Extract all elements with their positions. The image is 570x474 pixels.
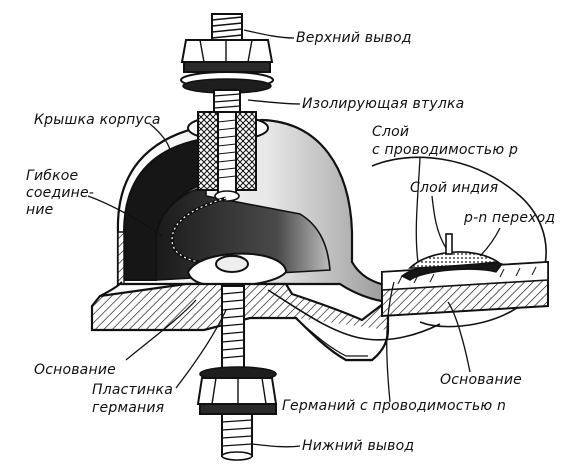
label-p-layer-1: Слой — [372, 124, 409, 140]
base — [90, 281, 390, 362]
label-case-cover: Крышка корпуса — [34, 112, 161, 128]
insulating-sleeve — [197, 111, 257, 202]
label-insulating-sleeve: Изолирующая втулка — [302, 96, 464, 112]
label-flex-3: ние — [26, 202, 53, 218]
label-indium-layer: Слой индия — [410, 180, 498, 196]
label-germanium-plate-1: Пластинка — [92, 382, 173, 398]
leader-lines — [87, 29, 501, 448]
label-bottom-lead: Нижний вывод — [302, 438, 414, 454]
label-pn-junction: p-n переход — [463, 210, 555, 226]
top-lead — [180, 13, 274, 115]
label-flex-2: соедине- — [26, 185, 94, 201]
junction-inset — [267, 156, 549, 341]
label-flex-1: Гибкое — [26, 168, 78, 184]
label-n-germanium: Германий с проводимостью n — [282, 398, 506, 414]
label-top-lead: Верхний вывод — [296, 30, 412, 46]
bottom-lead — [196, 285, 278, 461]
germanium-plate — [186, 252, 288, 288]
label-base-left: Основание — [34, 362, 116, 378]
labels: Верхний вывод Изолирующая втулка Крышка … — [26, 30, 555, 454]
label-base-right: Основание — [440, 372, 522, 388]
label-p-layer-2: с проводимостью p — [372, 142, 518, 158]
label-germanium-plate-2: германия — [92, 400, 164, 416]
